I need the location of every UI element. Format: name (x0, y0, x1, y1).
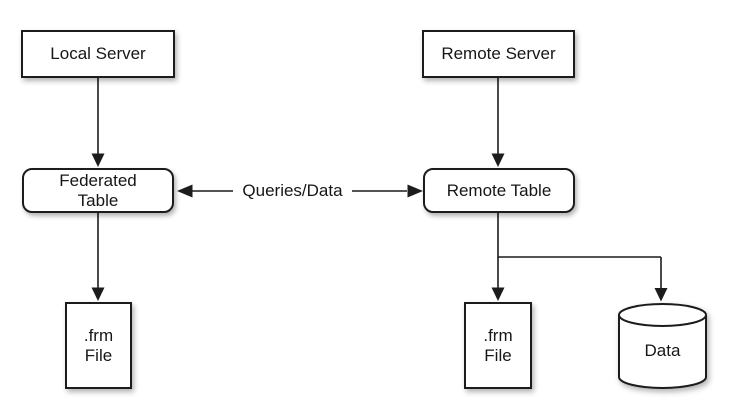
data-store-label: Data (644, 341, 681, 360)
frm-file-remote-label-line2: File (484, 345, 512, 365)
arrow-local-server-to-federated-table (91, 78, 105, 167)
arrow-queries-data-left (177, 184, 233, 198)
local-server-label: Local Server (50, 44, 146, 63)
federated-table-label-line1: Federated (59, 170, 137, 190)
federated-table-node: Federated Table (22, 168, 174, 213)
remote-table-label: Remote Table (446, 180, 552, 200)
database-cylinder-icon (618, 303, 707, 389)
queries-data-label: Queries/Data (242, 181, 343, 200)
frm-file-remote-node: .frm File (464, 302, 532, 389)
frm-file-remote-label-line1: .frm (483, 325, 513, 345)
local-server-node: Local Server (21, 30, 175, 78)
connector-remote-table-branch (491, 213, 668, 302)
arrow-remote-server-to-remote-table (491, 78, 505, 167)
frm-file-local-label-line1: .frm (83, 325, 114, 345)
remote-server-label: Remote Server (441, 44, 556, 63)
remote-table-node: Remote Table (423, 168, 575, 213)
arrow-federated-table-to-frm-file (91, 213, 105, 301)
frm-file-local-label-line2: File (84, 345, 113, 365)
frm-file-local-node: .frm File (65, 302, 132, 389)
arrow-queries-data-right (352, 184, 423, 198)
data-store-cylinder: Data (617, 302, 708, 390)
federated-table-label-line2: Table (77, 190, 119, 210)
remote-server-node: Remote Server (422, 30, 575, 78)
